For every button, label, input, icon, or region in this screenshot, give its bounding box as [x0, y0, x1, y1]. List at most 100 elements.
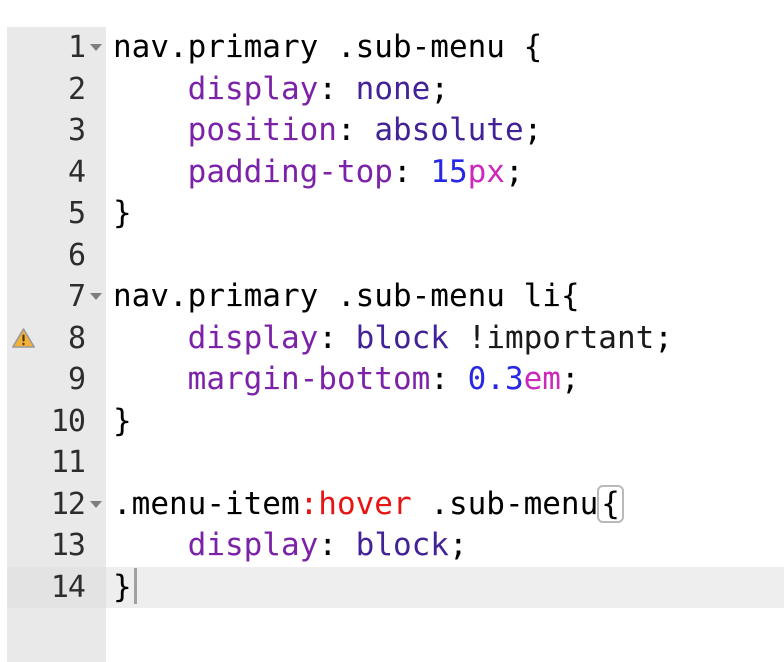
- token-punct: {: [523, 29, 543, 65]
- code-line-row: 14}: [7, 566, 784, 609]
- gutter-cell: 2: [7, 68, 106, 110]
- token-sel: nav.primary .sub-menu li: [113, 278, 561, 314]
- token-prop: display: [187, 319, 319, 356]
- code-line-row: 8 display: block !important;: [7, 317, 784, 360]
- token-plain: [113, 112, 188, 148]
- token-punct: ;: [654, 319, 673, 356]
- token-num: 0.3: [467, 361, 524, 397]
- token-punct: ;: [523, 112, 543, 148]
- fold-arrow-icon[interactable]: [85, 276, 106, 318]
- code-line-row: 5}: [7, 193, 784, 235]
- fold-gutter-space: [85, 152, 106, 194]
- token-val: block: [355, 319, 449, 356]
- token-val: block: [355, 527, 449, 563]
- token-unit: px: [467, 153, 505, 190]
- gutter-cell: 13: [7, 525, 106, 567]
- line-number: 8: [67, 320, 86, 356]
- code-line[interactable]: display: none;: [106, 69, 784, 111]
- gutter-cell: 4: [7, 151, 106, 194]
- code-filler[interactable]: [106, 608, 784, 662]
- code-line[interactable]: nav.primary .sub-menu li{: [106, 276, 784, 318]
- code-line-row: 1 nav.primary .sub-menu {: [7, 27, 784, 69]
- code-line-row: 12.menu-item:hover .sub-menu{: [7, 483, 784, 526]
- editor-filler-area: [7, 608, 784, 662]
- fold-gutter-space: [85, 567, 106, 609]
- gutter-filler: [7, 608, 106, 662]
- fold-gutter-space: [85, 442, 106, 484]
- code-line[interactable]: display: block !important;: [106, 318, 784, 360]
- code-line-row: 7 nav.primary .sub-menu li{: [7, 276, 784, 318]
- token-imp: !important: [467, 319, 655, 356]
- token-punct: }: [113, 402, 132, 439]
- fold-gutter-space: [85, 318, 106, 360]
- token-plain: [113, 527, 188, 563]
- token-punct: :: [318, 527, 337, 563]
- token-plain: [449, 320, 468, 356]
- token-num: 15: [430, 153, 468, 190]
- code-line[interactable]: }: [106, 401, 784, 443]
- token-sel: .sub-menu: [411, 485, 599, 522]
- token-punct: {: [560, 278, 580, 314]
- gutter-cell: 3: [7, 110, 106, 152]
- code-line[interactable]: margin-bottom: 0.3em;: [106, 359, 784, 401]
- token-plain: [449, 361, 468, 397]
- code-line[interactable]: [106, 442, 784, 484]
- code-line[interactable]: padding-top: 15px;: [106, 152, 784, 194]
- gutter-cell: 7: [7, 276, 106, 318]
- text-cursor: [133, 567, 137, 604]
- line-number: 9: [67, 362, 86, 397]
- line-number: 1: [67, 30, 86, 65]
- token-plain: [113, 154, 188, 190]
- chevron-down-icon: [89, 293, 102, 301]
- code-line-row: 3 position: absolute;: [7, 110, 784, 152]
- gutter-cell: 5: [7, 193, 106, 235]
- code-line-row: 4 padding-top: 15px;: [7, 151, 784, 194]
- code-line-row: 6: [7, 234, 784, 277]
- code-line[interactable]: position: absolute;: [106, 110, 784, 152]
- gutter-cell: 1: [7, 27, 106, 69]
- token-punct: ;: [430, 70, 449, 107]
- token-val: absolute: [374, 112, 524, 148]
- token-plain: [337, 71, 356, 107]
- token-plain: [412, 154, 431, 190]
- code-line[interactable]: display: block;: [106, 525, 784, 567]
- token-prop: margin-bottom: [187, 361, 431, 397]
- line-number: 13: [50, 528, 86, 563]
- token-punct: :: [336, 112, 356, 148]
- line-number: 7: [67, 279, 86, 314]
- fold-gutter-space: [85, 401, 106, 443]
- token-brace_match: {: [597, 484, 624, 523]
- line-number: 2: [67, 71, 86, 107]
- token-prop: position: [187, 112, 337, 148]
- code-line[interactable]: }: [106, 566, 784, 608]
- code-line[interactable]: nav.primary .sub-menu {: [106, 27, 784, 69]
- fold-gutter-space: [85, 235, 106, 277]
- token-punct: ;: [504, 153, 524, 190]
- token-plain: [113, 361, 188, 397]
- code-line[interactable]: }: [106, 193, 784, 235]
- token-val: none: [355, 70, 431, 107]
- token-punct: :: [318, 70, 337, 107]
- token-unit: em: [523, 361, 561, 397]
- fold-gutter-space: [85, 110, 106, 152]
- fold-arrow-icon[interactable]: [85, 27, 106, 69]
- fold-arrow-icon[interactable]: [85, 484, 106, 526]
- warning-triangle-icon[interactable]: [11, 327, 36, 349]
- code-line[interactable]: .menu-item:hover .sub-menu{: [106, 484, 784, 526]
- gutter-cell: 6: [7, 234, 106, 277]
- token-prop: display: [187, 527, 319, 563]
- token-plain: [356, 112, 375, 148]
- code-line[interactable]: [106, 235, 784, 277]
- code-line-row: 2 display: none;: [7, 68, 784, 111]
- code-line-row: 11: [7, 442, 784, 484]
- line-number: 14: [50, 569, 86, 605]
- token-plain: [337, 527, 356, 563]
- token-pseudo: :hover: [299, 485, 412, 522]
- token-punct: }: [113, 568, 132, 605]
- token-punct: ;: [560, 361, 580, 397]
- fold-gutter-space: [85, 525, 106, 567]
- token-plain: [113, 320, 188, 356]
- fold-gutter-space: [85, 359, 106, 401]
- line-number: 6: [67, 237, 86, 273]
